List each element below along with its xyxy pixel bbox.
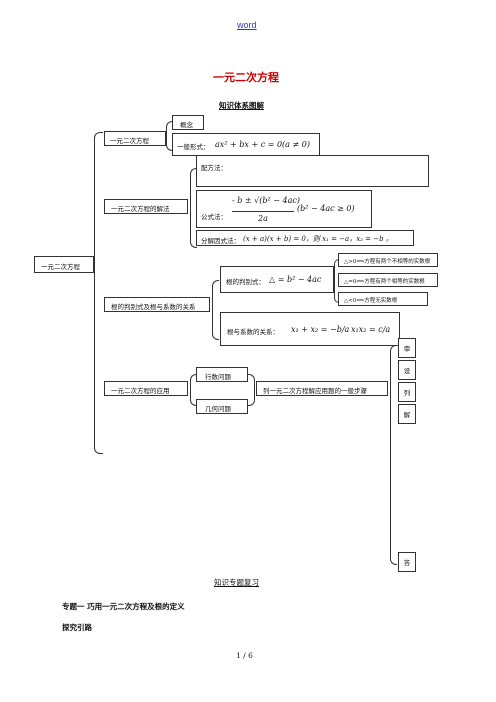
discriminant-label: 根的判别式： bbox=[226, 278, 265, 286]
disc-case-3: △<0⟺方程无实数根 bbox=[338, 292, 428, 306]
formula-numerator: - b ± √(b² − 4ac) bbox=[232, 196, 300, 205]
formula-denominator: 2a bbox=[258, 214, 268, 223]
step-box-5: 答 bbox=[398, 552, 416, 572]
branch-application-label: 一元二次方程的应用 bbox=[111, 387, 170, 395]
brace-steps bbox=[390, 345, 397, 565]
disc-case-1: △>0⟺方程有两个不相等的实数根 bbox=[338, 253, 438, 267]
completing-square-label: 配方法： bbox=[201, 164, 227, 172]
formula-label: 公式法： bbox=[201, 213, 227, 221]
brace-3 bbox=[212, 280, 219, 340]
concept-box: 概念 bbox=[172, 115, 204, 130]
main-brace bbox=[94, 132, 103, 454]
factorization-formula: (x + a)(x + b) = 0，则 x₁ = −a，x₂ = −b 。 bbox=[243, 235, 393, 243]
branch-discriminant: 根的判别式及根与系数的关系 bbox=[104, 297, 210, 312]
brace-disc bbox=[334, 259, 339, 303]
app-steps-label: 列一元二次方程解应用题的一般步骤 bbox=[263, 387, 367, 395]
step-3: 列 bbox=[403, 389, 411, 397]
formula-box: 公式法： - b ± √(b² − 4ac) 2a (b² − 4ac ≥ 0) bbox=[196, 190, 372, 228]
completing-square-box: 配方法： bbox=[196, 155, 429, 187]
branch-equation: 一元二次方程 bbox=[104, 131, 166, 146]
disc-case-3-text: △<0⟺方程无实数根 bbox=[344, 298, 398, 304]
disc-case-1-text: △>0⟺方程有两个不相等的实数根 bbox=[344, 259, 431, 265]
guide-heading: 探究引路 bbox=[62, 623, 92, 632]
general-form-label: 一般形式： bbox=[177, 143, 210, 151]
discriminant-box: 根的判别式： △ = b² − 4ac bbox=[220, 266, 334, 293]
root-label: 一元二次方程 bbox=[41, 263, 80, 271]
page-title: 一元二次方程 bbox=[213, 71, 279, 84]
concept-label: 概念 bbox=[180, 121, 193, 129]
app-type-2: 几何问题 bbox=[196, 399, 248, 414]
branch-equation-label: 一元二次方程 bbox=[110, 137, 149, 145]
branch-discriminant-label: 根的判别式及根与系数的关系 bbox=[111, 303, 196, 311]
step-4: 解 bbox=[403, 411, 411, 419]
branch-solving-label: 一元二次方程的解法 bbox=[111, 205, 170, 213]
step-box-3: 列 bbox=[398, 382, 416, 402]
general-form-formula: ax² + bx + c = 0(a ≠ 0) bbox=[215, 140, 310, 149]
step-2: 设 bbox=[403, 367, 411, 375]
app-type-1: 行数问题 bbox=[196, 367, 248, 382]
formula-condition: (b² − 4ac ≥ 0) bbox=[297, 204, 355, 213]
root-node: 一元二次方程 bbox=[34, 256, 94, 273]
discriminant-formula: △ = b² − 4ac bbox=[269, 275, 322, 284]
step-box-1: 审 bbox=[398, 338, 416, 358]
disc-case-2: △=0⟺方程有两个相等的实数根 bbox=[338, 273, 438, 287]
app-steps-box: 列一元二次方程解应用题的一般步骤 bbox=[256, 381, 388, 396]
factorization-label: 分解因式法： bbox=[201, 237, 240, 245]
vieta-product: x₁x₂ = c/a bbox=[351, 325, 391, 334]
branch-solving: 一元二次方程的解法 bbox=[104, 199, 188, 214]
step-5: 答 bbox=[403, 559, 411, 567]
vieta-label: 根与系数的关系： bbox=[227, 328, 279, 336]
vieta-box: 根与系数的关系： x₁ + x₂ = −b/a x₁x₂ = c/a bbox=[220, 312, 400, 346]
section-title: 知识专题复习 bbox=[214, 578, 259, 587]
step-1: 审 bbox=[403, 345, 411, 353]
brace-1 bbox=[166, 121, 172, 151]
merge-bracket bbox=[248, 374, 255, 406]
header-link[interactable]: word bbox=[237, 20, 257, 30]
brace-4 bbox=[190, 374, 196, 406]
diagram-subtitle: 知识体系图解 bbox=[219, 101, 264, 110]
formula-fraction-bar bbox=[232, 211, 294, 212]
general-form-box: 一般形式： ax² + bx + c = 0(a ≠ 0) bbox=[172, 133, 320, 156]
brace-2 bbox=[190, 168, 197, 248]
branch-application: 一元二次方程的应用 bbox=[104, 381, 188, 396]
factorization-box: 分解因式法： (x + a)(x + b) = 0，则 x₁ = −a，x₂ =… bbox=[196, 230, 414, 246]
page-number: 1 / 6 bbox=[236, 651, 253, 660]
disc-case-2-text: △=0⟺方程有两个相等的实数根 bbox=[344, 279, 425, 285]
step-box-4: 解 bbox=[398, 404, 416, 424]
vieta-sum: x₁ + x₂ = −b/a bbox=[291, 325, 350, 334]
app-type-2-label: 几何问题 bbox=[205, 405, 231, 413]
app-type-1-label: 行数问题 bbox=[205, 373, 231, 381]
topic-heading: 专题一 巧用一元二次方程及根的定义 bbox=[62, 602, 185, 611]
step-box-2: 设 bbox=[398, 360, 416, 380]
